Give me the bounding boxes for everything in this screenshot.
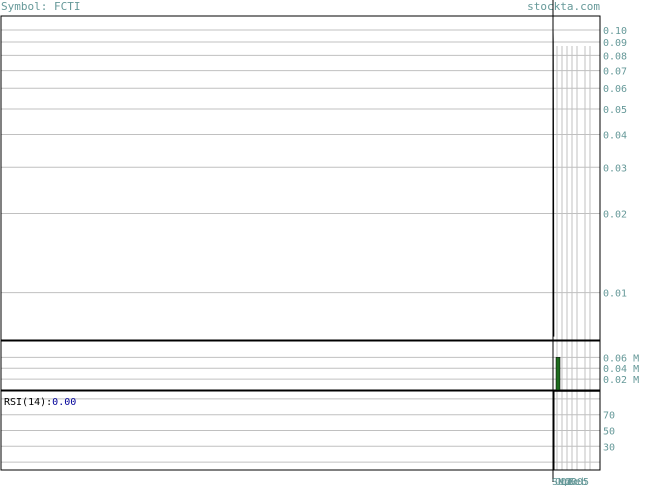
rsi-name: RSI(14): xyxy=(4,397,53,408)
x-tick-label: Oct xyxy=(555,477,573,486)
price-tick-label: 0.04 xyxy=(603,130,627,141)
symbol-ticker: FCTI xyxy=(53,0,81,13)
x-tick-label: 2005 xyxy=(565,477,589,486)
symbol-prefix: Symbol: xyxy=(1,0,48,13)
price-tick-label: 0.07 xyxy=(603,67,627,78)
price-tick-label: 0.01 xyxy=(603,289,627,300)
rsi-tick-label: 70 xyxy=(603,411,615,422)
rsi-readout: RSI(14):0.00 xyxy=(4,397,76,409)
rsi-panel-frame xyxy=(0,390,601,471)
price-tick-label: 0.10 xyxy=(603,26,627,37)
volume-tick-label: 0.04 M xyxy=(603,364,639,375)
x-tick-label: Nov xyxy=(558,477,576,486)
symbol-header: Symbol: FCTI xyxy=(1,0,80,13)
volume-bar xyxy=(555,357,561,391)
x-tick-label: Sep xyxy=(552,477,570,486)
price-tick-label: 0.02 xyxy=(603,210,627,221)
price-tick-label: 0.09 xyxy=(603,38,627,49)
rsi-value: 0.00 xyxy=(52,397,77,408)
x-tick-label: Feb xyxy=(569,477,587,486)
volume-tick-label: 0.06 M xyxy=(603,353,639,364)
price-tick-label: 0.05 xyxy=(603,105,627,116)
volume-tick-label: 0.02 M xyxy=(603,375,639,386)
price-tick-label: 0.08 xyxy=(603,51,627,62)
rsi-tick-label: 50 xyxy=(603,427,615,438)
site-label: stockta.com xyxy=(527,0,600,13)
x-tick-label: Dec xyxy=(561,477,579,486)
price-tick-label: 0.03 xyxy=(603,163,627,174)
rsi-tick-label: 30 xyxy=(603,442,615,453)
price-panel-frame xyxy=(0,15,601,341)
volume-panel-frame xyxy=(0,340,601,391)
price-tick-label: 0.06 xyxy=(603,84,627,95)
